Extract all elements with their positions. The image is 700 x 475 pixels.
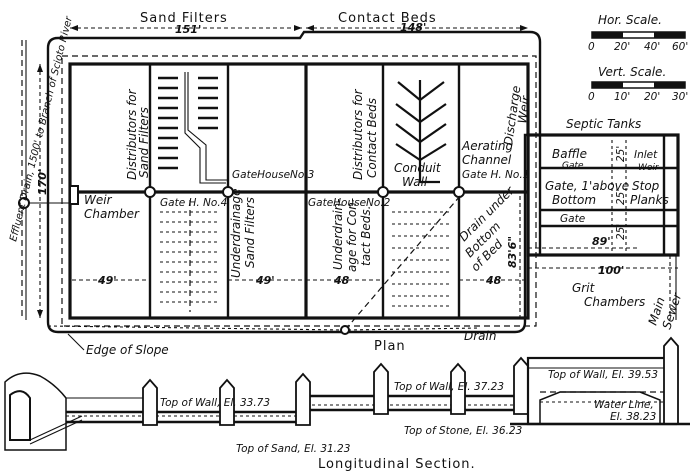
- grit-1: Grit: [572, 281, 596, 295]
- aerating-2: Channel: [462, 153, 512, 167]
- gate-above-2: Bottom: [552, 193, 596, 207]
- vert-scale-tick-20: 20': [644, 91, 660, 103]
- dim-right-83: 83'6": [506, 236, 519, 268]
- vert-scale-tick-10: 10': [614, 91, 630, 103]
- baffle-label: Baffle: [552, 147, 587, 161]
- septic-25-a: 25': [615, 146, 627, 162]
- drain-outlet-marker: [340, 325, 350, 335]
- effluent-drain-label: Effluent Drain, 1500' to Branch of Sciot…: [8, 15, 75, 243]
- underdrainage-sand-2: Sand Filters: [243, 197, 257, 268]
- contact-bed-underdrainage: [392, 211, 450, 307]
- dim-top-contact: 148': [400, 21, 426, 34]
- plan-title: Plan: [374, 339, 406, 354]
- weir-chamber-1: Weir: [84, 193, 113, 207]
- gate-house-3-marker: [222, 186, 234, 198]
- grit-2: Chambers: [584, 295, 645, 309]
- section-water-line-2: El. 38.23: [610, 411, 656, 423]
- septic-25-b: 25': [615, 189, 627, 205]
- dim-top-sand: 151': [175, 23, 201, 36]
- dim-bottom-49-mid: 49': [255, 274, 275, 287]
- aerating-1: Aerating: [461, 139, 514, 153]
- vert-scale-tick-30: 30': [672, 91, 688, 103]
- septic-tanks-label: Septic Tanks: [566, 117, 641, 131]
- section-top-sand: Top of Sand, El. 31.23: [236, 443, 350, 455]
- conduit-wall-1: Conduit: [394, 161, 442, 175]
- gate-house-2-marker: [377, 186, 389, 198]
- stop-planks-1: Stop: [632, 179, 660, 193]
- gate-above-1: Gate, 1'above: [545, 179, 629, 193]
- gate-h-4-label: Gate H. No.4: [160, 197, 227, 209]
- edge-of-slope-label: Edge of Slope: [86, 343, 169, 357]
- gate-houses: [144, 186, 465, 198]
- septic-25-c: 25': [615, 224, 627, 240]
- hor-scale-tick-0: 0: [588, 41, 595, 53]
- distributors-sand-2: Sand Filters: [137, 107, 151, 178]
- gate-house-4-marker: [144, 186, 156, 198]
- weir-chamber-2: Chamber: [84, 207, 140, 221]
- gate-lower-label: Gate: [560, 213, 585, 225]
- distributors-contact-1: Distributors for: [351, 88, 365, 180]
- vert-scale-title: Vert. Scale.: [598, 65, 666, 79]
- contact-bed-distributors: [395, 80, 447, 184]
- header-contact-beds: Contact Beds: [338, 11, 437, 26]
- underdrainage-sand-1: Underdrainage: [229, 188, 243, 278]
- dim-bottom-48-right: 48: [485, 274, 502, 287]
- aerating-3: Gate H. No.1: [462, 169, 529, 181]
- dim-bottom-lines: [72, 196, 528, 318]
- conduit-wall-2: Wall: [402, 175, 428, 189]
- sand-filter-underdrainage: [160, 200, 220, 312]
- hor-scale-tick-40: 40': [644, 41, 660, 53]
- underdrainage-contact-2: age for Con-: [345, 198, 359, 272]
- edge-of-slope-leader: [67, 333, 85, 351]
- septic-tanks: [526, 133, 680, 320]
- gate-house-2-label: GateHouseNo.2: [308, 197, 391, 209]
- underdrainage-contact-3: tact Beds.: [359, 206, 373, 266]
- inlet-weir-1: Inlet: [634, 149, 658, 161]
- dim-170: [37, 64, 43, 318]
- drain-label: Drain: [464, 329, 496, 343]
- distributors-contact-2: Contact Beds: [365, 98, 379, 178]
- vert-scale-bar: [591, 81, 686, 89]
- dim-left-170: 170': [36, 169, 49, 195]
- distributors-sand-1: Distributors for: [125, 88, 139, 180]
- baffle-gate-label: Gate: [562, 161, 584, 171]
- dim-bottom-48-mid: 48: [333, 274, 350, 287]
- sand-filter-distributors: [158, 72, 228, 184]
- effluent-drain: [18, 40, 79, 320]
- gate-house-3-label: GateHouseNo.3: [232, 169, 314, 181]
- septic-89: 89': [592, 235, 611, 248]
- section-top-stone: Top of Stone, El. 36.23: [404, 425, 522, 437]
- hor-scale-title: Hor. Scale.: [598, 13, 662, 27]
- inlet-weir-2: Weir: [638, 163, 660, 173]
- septic-100: 100': [598, 264, 624, 277]
- longitudinal-section: [4, 336, 690, 451]
- dim-top-lines: [70, 25, 528, 31]
- section-water-line-1: Water Line,: [594, 399, 654, 411]
- section-top-wall-3: Top of Wall, El. 39.53: [548, 369, 658, 381]
- underdrainage-contact-1: Underdrain-: [331, 199, 345, 271]
- hor-scale-tick-60: 60': [672, 41, 688, 53]
- vert-scale-tick-0: 0: [588, 91, 595, 103]
- section-top-wall-2: Top of Wall, El. 37.23: [394, 381, 504, 393]
- section-top-wall-1: Top of Wall, El. 33.73: [160, 397, 270, 409]
- edge-of-slope-outline: [46, 30, 542, 334]
- header-sand-filters: Sand Filters: [140, 11, 228, 26]
- discharge-weir-2: Weir: [515, 94, 533, 124]
- gate-house-1-marker: [453, 186, 465, 198]
- hor-scale-bar: [591, 31, 686, 39]
- dim-bottom-49-left: 49': [97, 274, 117, 287]
- hor-scale-tick-20: 20': [614, 41, 630, 53]
- plan-dashed-outline: [61, 55, 537, 327]
- stop-planks-2: Planks: [630, 193, 669, 207]
- longitudinal-title: Longitudinal Section.: [318, 457, 476, 472]
